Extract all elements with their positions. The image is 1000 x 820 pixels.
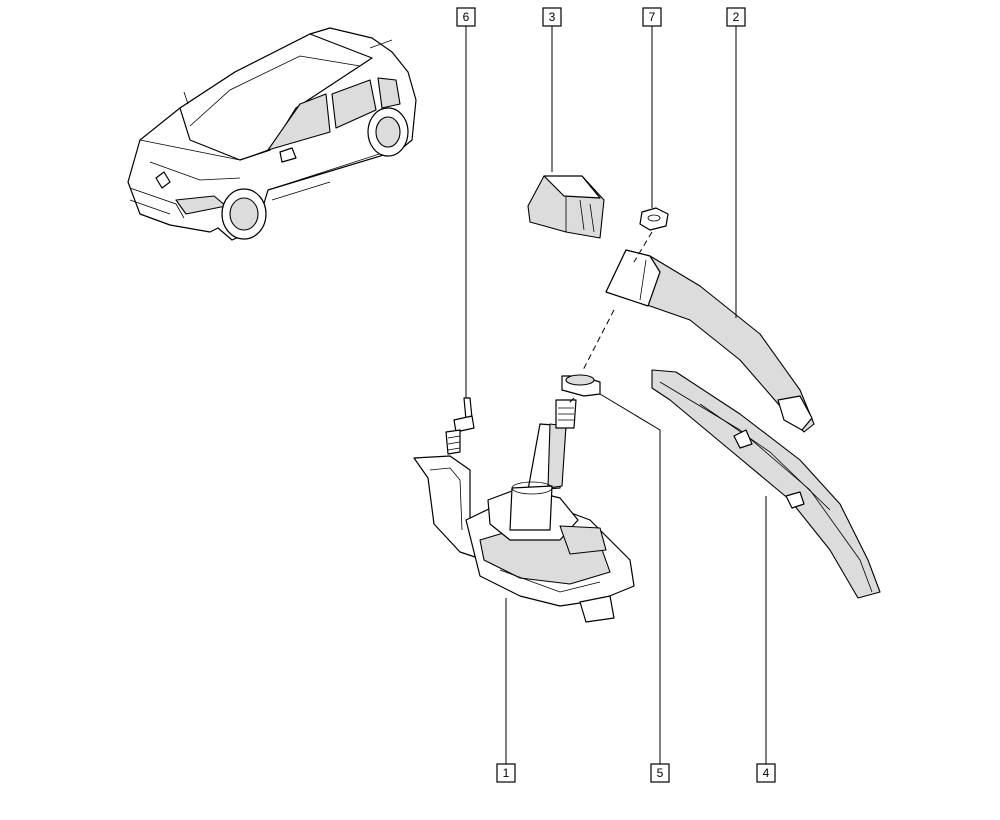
callout-6-label: 6	[463, 10, 470, 24]
callout-4: 4	[756, 763, 776, 783]
part-7-nut	[639, 207, 669, 231]
part-3-cap	[527, 175, 605, 239]
car-illustration	[127, 27, 417, 241]
part-2-wiper-arm	[605, 249, 815, 433]
callout-2: 2	[726, 7, 746, 27]
callout-6: 6	[456, 7, 476, 27]
callout-4-label: 4	[763, 766, 770, 780]
callout-7: 7	[642, 7, 662, 27]
leader-lines	[465, 24, 767, 764]
part-5-grommet	[561, 374, 601, 397]
part-4-wiper-blade	[651, 369, 881, 599]
assembly-lines	[567, 231, 653, 405]
callout-1-label: 1	[503, 766, 510, 780]
callout-5-label: 5	[657, 766, 664, 780]
callout-3-label: 3	[549, 10, 556, 24]
callout-1: 1	[496, 763, 516, 783]
part-1-wiper-motor	[413, 399, 635, 623]
part-6-bolt	[445, 397, 475, 455]
callout-3: 3	[542, 7, 562, 27]
callout-5: 5	[650, 763, 670, 783]
callout-2-label: 2	[733, 10, 740, 24]
callout-7-label: 7	[649, 10, 656, 24]
